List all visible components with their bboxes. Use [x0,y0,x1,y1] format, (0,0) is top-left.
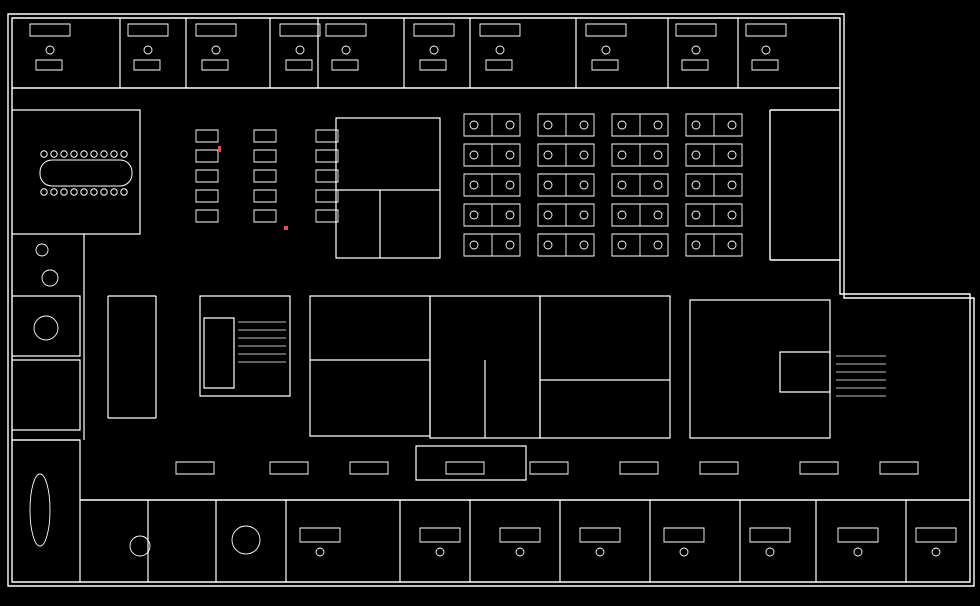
accent-mark [218,146,288,230]
round-tables [30,244,260,556]
south-office-partitions [148,500,906,582]
west-rooms [12,110,156,582]
conference-table [40,151,132,195]
building-shell [8,14,974,586]
open-office-workstations [196,114,742,256]
north-office-partitions [120,18,738,88]
office-furniture [30,24,956,556]
core-rooms [200,118,886,480]
